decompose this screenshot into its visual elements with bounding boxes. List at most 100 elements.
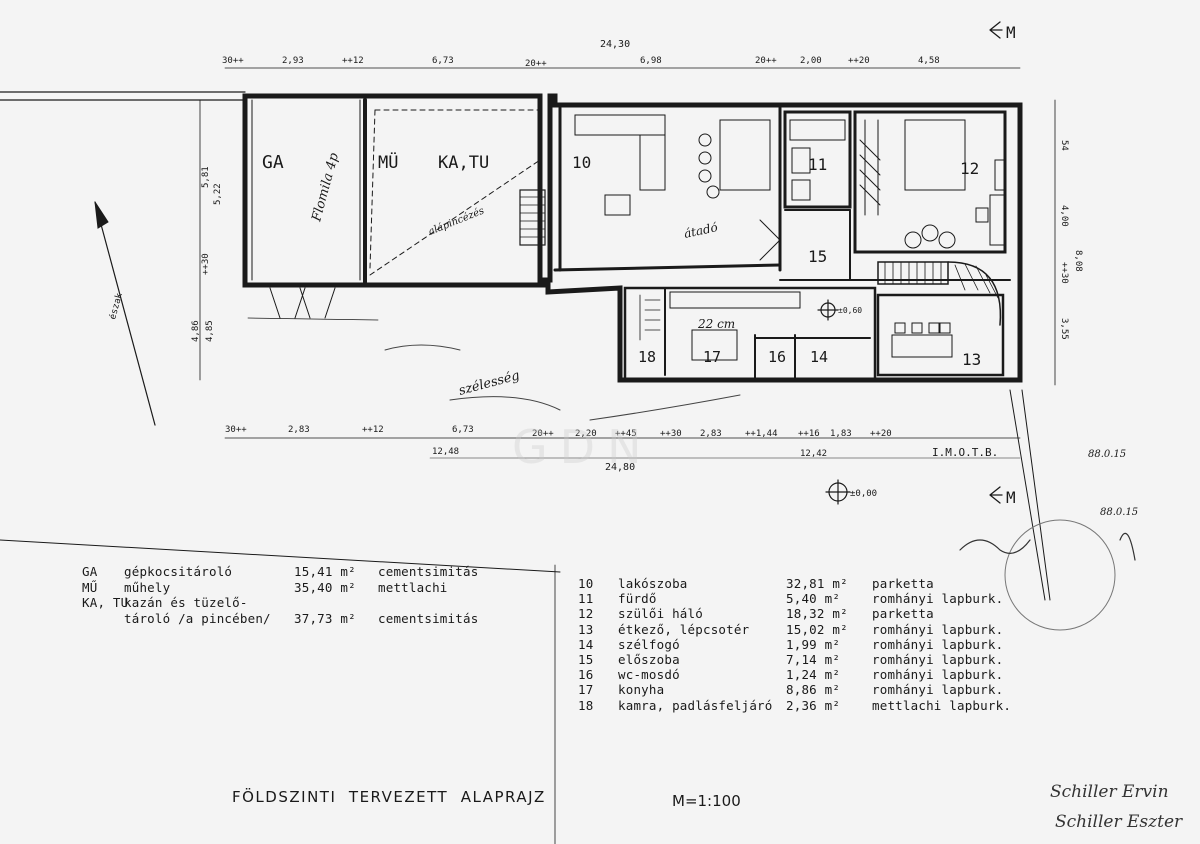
dim-bot-tag: I.M.O.T.B. <box>932 446 998 459</box>
legend-area: 18,32 m² <box>786 606 848 622</box>
room-label-13: 13 <box>962 350 981 369</box>
legend-floor: parketta <box>872 606 934 622</box>
north-arrow <box>94 201 156 426</box>
kitchen-counter <box>669 291 801 309</box>
room-label-ga: GA <box>262 152 284 173</box>
door-swing <box>759 219 781 261</box>
level-marker-cross <box>817 299 839 321</box>
dim-left: 4,86 <box>191 320 201 342</box>
handwriting-atado: átadó <box>683 220 719 241</box>
section-mark-top <box>989 21 1003 39</box>
desk <box>989 194 1006 246</box>
sink <box>791 147 811 174</box>
armchair <box>904 231 922 249</box>
sofa <box>574 114 666 136</box>
room-label-10: 10 <box>572 153 591 172</box>
dim-left: 5,81 <box>201 166 211 188</box>
dim-bot-seg: ++45 <box>615 429 637 439</box>
armchair <box>938 231 956 249</box>
dim-top-seg: ++12 <box>342 56 364 66</box>
room-label-16: 16 <box>768 348 786 366</box>
dim-bot-seg: 20++ <box>532 429 554 439</box>
legend-name: kamra, padlásfeljáró <box>618 697 773 713</box>
legend-floor: mettlachi lapburk. <box>872 697 1012 713</box>
bed <box>904 119 966 191</box>
handwriting-alapince: alápincézés <box>427 205 486 237</box>
handwriting-szelesseg: szélesség <box>457 368 521 399</box>
north-arrow-head <box>94 201 109 229</box>
legend-area: 1,99 m² <box>786 636 841 652</box>
legend-name: szülői háló <box>618 606 703 622</box>
dim-left: 4,85 <box>205 320 215 342</box>
legend-name: wc-mosdó <box>618 667 680 683</box>
handwriting-line <box>384 344 461 351</box>
wardrobe <box>994 159 1006 191</box>
basement-stair <box>519 189 546 246</box>
room-label-14: 14 <box>810 348 828 366</box>
basement-stair-treads <box>519 196 546 238</box>
dim-top-seg: 4,58 <box>918 56 940 66</box>
dim-bot-seg: ++12 <box>362 425 384 435</box>
room-label-11: 11 <box>808 155 827 174</box>
legend-code: KA, TU <box>82 595 129 610</box>
legend-area: 8,86 m² <box>786 682 841 698</box>
room-11-walls <box>783 110 852 209</box>
section-mark-bottom <box>989 486 1003 504</box>
garage-door <box>269 287 336 319</box>
room-label-katu: KA,TU <box>438 153 489 173</box>
dining-chair <box>939 322 951 334</box>
outer-wall <box>242 93 1023 383</box>
stair-treads <box>884 261 942 285</box>
wall-10-bottom <box>553 263 782 272</box>
property-line <box>0 539 561 573</box>
legend-code: 11 <box>578 591 594 607</box>
legend-name: tároló /a pincében/ <box>124 610 271 626</box>
handwriting-note: 22 cm <box>697 317 735 331</box>
stair-treads <box>954 263 999 299</box>
chair <box>975 207 989 223</box>
legend-area: 2,36 m² <box>786 697 841 713</box>
handwriting-flomila: Flomila 4p <box>309 151 342 224</box>
legend-name: műhely <box>124 579 171 595</box>
dim-right: 54 <box>1059 140 1069 151</box>
bar-stool <box>698 151 712 165</box>
property-line <box>1009 389 1046 601</box>
legend-code: 13 <box>578 621 594 637</box>
basement-outline <box>369 159 541 276</box>
room-label-17: 17 <box>703 348 721 366</box>
dim-right: 4,00 <box>1059 205 1069 227</box>
legend-floor: romhányi lapburk. <box>872 621 1004 637</box>
dim-top-seg: 2,93 <box>282 56 304 66</box>
dim-right: ++30 <box>1059 262 1069 284</box>
legend-area: 15,02 m² <box>786 621 848 637</box>
dining-chair <box>911 322 923 334</box>
toilet <box>791 179 811 201</box>
pantry-stairs <box>639 294 661 341</box>
section-label-bottom: M <box>1006 488 1016 507</box>
legend-area: 7,14 m² <box>786 652 841 667</box>
legend-name: lakószoba <box>618 576 688 591</box>
legend-code: GA <box>82 564 98 579</box>
legend-area: 1,24 m² <box>786 667 841 683</box>
bar-counter <box>719 119 771 191</box>
level-label: ±0,00 <box>850 489 877 499</box>
legend-name: előszoba <box>618 652 680 667</box>
dim-bot-total: 24,80 <box>605 462 635 473</box>
dim-top-seg: 6,98 <box>640 56 662 66</box>
dim-top-seg: 30++ <box>222 56 244 66</box>
dim-bot-seg: ++30 <box>660 429 682 439</box>
dim-bot-sub: 12,48 <box>432 447 459 457</box>
bar-stool <box>698 169 712 183</box>
legend-floor: cementsimitás <box>378 610 479 626</box>
legend-code: 14 <box>578 636 594 652</box>
drawing-scale: M=1:100 <box>672 792 741 810</box>
dim-bot-seg: 30++ <box>225 425 247 435</box>
legend-code: 15 <box>578 652 594 667</box>
stair-block <box>877 261 949 285</box>
dim-top-seg: ++20 <box>848 56 870 66</box>
dim-bot-seg: ++20 <box>870 429 892 439</box>
bar-stool <box>698 133 712 147</box>
signature-scribble <box>959 539 1031 554</box>
handwriting-date1: 88.0.15 <box>1088 449 1126 460</box>
